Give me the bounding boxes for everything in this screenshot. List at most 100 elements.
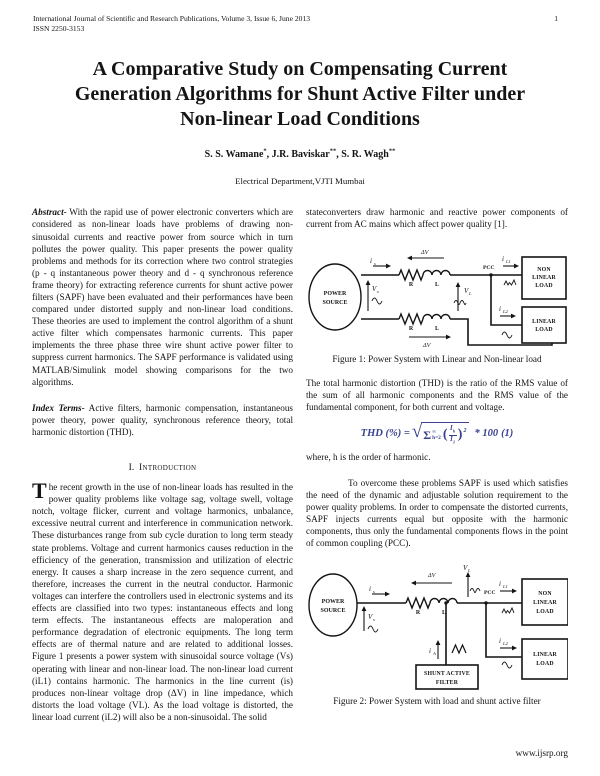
intro-text: he recent growth in the use of non-linea… [32,482,293,722]
svg-text:SOURCE: SOURCE [320,608,345,614]
svg-text:L2: L2 [502,309,509,314]
svg-text:NON: NON [538,591,552,597]
voltage-drop-arrow-bottom: ΔV [409,334,451,349]
footer-url: www.ijsrp.org [515,748,568,758]
svg-text:PCC: PCC [483,265,495,271]
source-voltage-arrow: V s [361,606,379,633]
harmonic-ratio-fraction: Ih I1 [448,424,457,445]
equation-lhs: THD (%) = [360,427,410,439]
svg-text:POWER: POWER [322,599,345,605]
pcc-node: PCC [484,590,522,659]
svg-text:ΔV: ΔV [422,342,432,349]
body-columns: Abstract- With the rapid use of power el… [0,206,600,723]
svg-text:L: L [467,568,471,573]
equation-number: (1) [501,427,514,439]
intro-dropcap: T [32,478,47,504]
nonlinear-load-current-arrow: i L1 [499,580,517,615]
svg-text:A: A [432,651,436,656]
svg-text:FILTER: FILTER [436,680,459,686]
authors-line: S. S. Wamane*, J.R. Baviskar**, S. R. Wa… [0,148,600,160]
svg-text:LOAD: LOAD [535,283,553,289]
author-2: , J.R. Baviskar** [266,148,337,161]
author-3: , S. R. Wagh** [336,148,396,161]
svg-text:NON: NON [537,267,551,273]
page-number: 1 [554,14,558,23]
voltage-drop-arrow: ΔV [411,572,452,586]
svg-text:L: L [468,291,472,296]
index-terms-label: Index Terms- [32,402,85,413]
affiliation: Electrical Department,VJTI Mumbai [235,176,365,187]
section-heading-introduction: I. Introduction [32,462,293,474]
issn-line: ISSN 2250-3153 [33,23,85,33]
shunt-active-filter-box: SHUNT ACTIVE FILTER [415,664,479,691]
power-source-symbol: POWER SOURCE [308,573,358,637]
title-line-1: A Comparative Study on Compensating Curr… [92,58,508,80]
abstract-paragraph: Abstract- With the rapid use of power el… [32,206,293,387]
non-linear-load-box: NON LINEAR LOAD [521,578,568,627]
source-current-arrow: i s [369,585,390,597]
load-voltage-arrow: V L [453,281,472,311]
source-voltage-arrow: V s [365,279,383,311]
svg-text:V: V [372,285,377,293]
author-1: S. S. Wamane* [204,148,267,161]
paper-title: A Comparative Study on Compensating Curr… [0,57,600,132]
svg-text:LOAD: LOAD [536,661,554,667]
svg-text:PCC: PCC [484,590,496,596]
linear-load-current-arrow: i L2 [499,305,516,338]
abstract-text: With the rapid use of power electronic c… [32,207,293,387]
figure-1: POWER SOURCE R L [306,245,568,365]
left-column: Abstract- With the rapid use of power el… [32,206,293,723]
svg-text:L: L [442,610,446,616]
equation-mult: * 100 [474,427,499,439]
abstract-label: Abstract- [32,207,67,218]
non-linear-load-box: NON LINEAR LOAD [521,255,567,300]
svg-text:s: s [373,617,375,622]
svg-text:L1: L1 [505,259,511,264]
top-line-impedance: R L [361,267,522,288]
linear-load-box: LINEAR LOAD [521,638,568,681]
svg-text:s: s [374,261,376,266]
svg-text:i: i [499,305,501,313]
svg-text:POWER: POWER [324,291,347,297]
section-title: Introduction [139,462,197,474]
where-line: where, h is the order of harmonic. [306,451,431,462]
figure-2: POWER SOURCE R L [306,561,568,707]
svg-text:LINEAR: LINEAR [532,275,556,281]
summation-sign: Σ [423,428,432,443]
svg-text:LOAD: LOAD [535,327,553,333]
right-paragraph-2: To overcome these problems SAPF is used … [306,477,568,549]
svg-text:V: V [463,564,468,572]
journal-line: International Journal of Scientific and … [33,14,311,23]
svg-text:i: i [369,585,371,593]
svg-text:LOAD: LOAD [536,609,554,615]
linear-load-current-arrow: i L2 [499,637,517,669]
right-paragraph-1: stateconverters draw harmonic and reacti… [306,207,568,230]
svg-text:i: i [499,580,501,588]
svg-text:R: R [409,326,414,332]
svg-text:LINEAR: LINEAR [533,600,557,606]
right-column: stateconverters draw harmonic and reacti… [306,206,568,723]
source-current-arrow: i s [370,257,391,268]
svg-text:SHUNT ACTIVE: SHUNT ACTIVE [424,671,470,677]
svg-text:s: s [373,589,375,594]
power-exponent: 2 [463,427,467,434]
svg-text:L1: L1 [502,584,508,589]
svg-text:i: i [502,255,504,263]
radical-sign: √ [411,420,423,442]
index-terms-text: Active filters, harmonic compensation, i… [32,402,293,437]
nonlinear-load-current-arrow: i L1 [502,255,519,286]
thd-paragraph: The total harmonic distortion (THD) is t… [306,377,568,412]
load-voltage-arrow: V L [463,564,481,598]
page-header: International Journal of Scientific and … [0,14,600,33]
svg-text:R: R [409,282,414,288]
svg-text:s: s [377,289,379,294]
svg-text:R: R [416,610,421,616]
svg-text:L2: L2 [502,641,509,646]
shunt-active-filter-branch: i A [429,601,467,666]
figure-1-diagram: POWER SOURCE R L [308,249,567,349]
journal-info: International Journal of Scientific and … [33,14,310,33]
svg-text:LINEAR: LINEAR [533,652,557,658]
power-source-symbol: POWER SOURCE [308,262,362,331]
